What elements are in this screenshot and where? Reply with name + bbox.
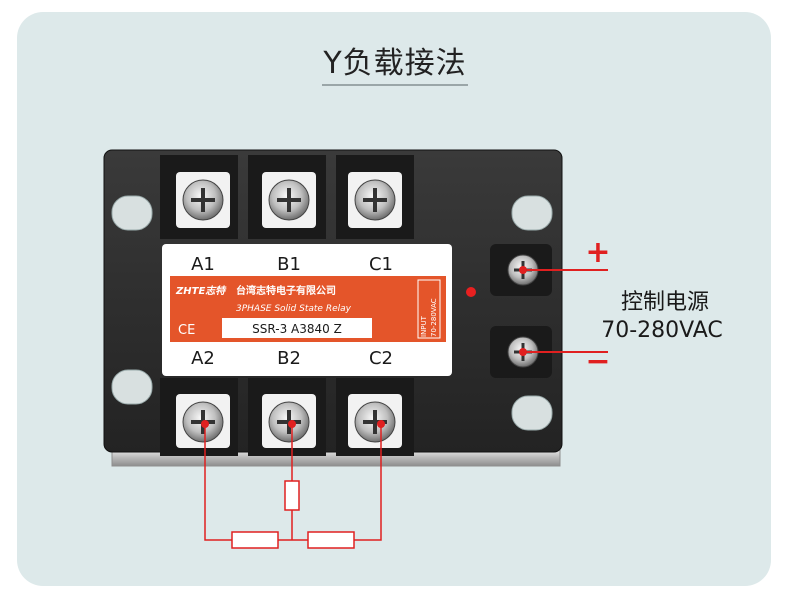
relay-description: 3PHASE Solid State Relay xyxy=(236,304,352,314)
terminal-label-a2: A2 xyxy=(191,348,215,369)
load-resistor-middle xyxy=(284,480,300,511)
terminals-top xyxy=(160,155,414,239)
mounting-hole-top-right xyxy=(511,195,553,231)
status-led xyxy=(466,287,476,297)
minus-sign: − xyxy=(585,344,610,379)
title-underline xyxy=(322,84,468,86)
ce-mark: CE xyxy=(178,323,195,338)
input-label: INPUT xyxy=(420,315,428,337)
terminal-label-b2: B2 xyxy=(277,348,301,369)
plus-sign: + xyxy=(585,235,610,270)
input-range-label: 70-280VAC xyxy=(430,298,438,337)
mounting-hole-bottom-right xyxy=(511,395,553,431)
control-wires xyxy=(519,266,608,356)
terminal-label-b1: B1 xyxy=(277,254,301,275)
brand-text: 台湾志特电子有限公司 xyxy=(236,284,336,297)
terminal-label-c2: C2 xyxy=(369,348,393,369)
mounting-hole-bottom-left xyxy=(111,369,153,405)
page-title: Y负载接法 xyxy=(323,46,467,81)
terminal-label-a1: A1 xyxy=(191,254,215,275)
model-number: SSR-3 A3840 Z xyxy=(252,322,342,336)
y-load-wiring xyxy=(201,420,385,549)
control-power-label: 控制电源 xyxy=(620,290,709,315)
brand-logo: ZHTE志特 xyxy=(175,285,227,297)
terminals-bottom xyxy=(160,378,414,456)
load-resistor-right xyxy=(307,531,355,549)
load-resistor-left xyxy=(231,531,279,549)
label-plate xyxy=(162,244,452,376)
control-voltage-range: 70-280VAC xyxy=(601,318,723,343)
mounting-hole-top-left xyxy=(111,195,153,231)
terminal-label-c1: C1 xyxy=(369,254,393,275)
